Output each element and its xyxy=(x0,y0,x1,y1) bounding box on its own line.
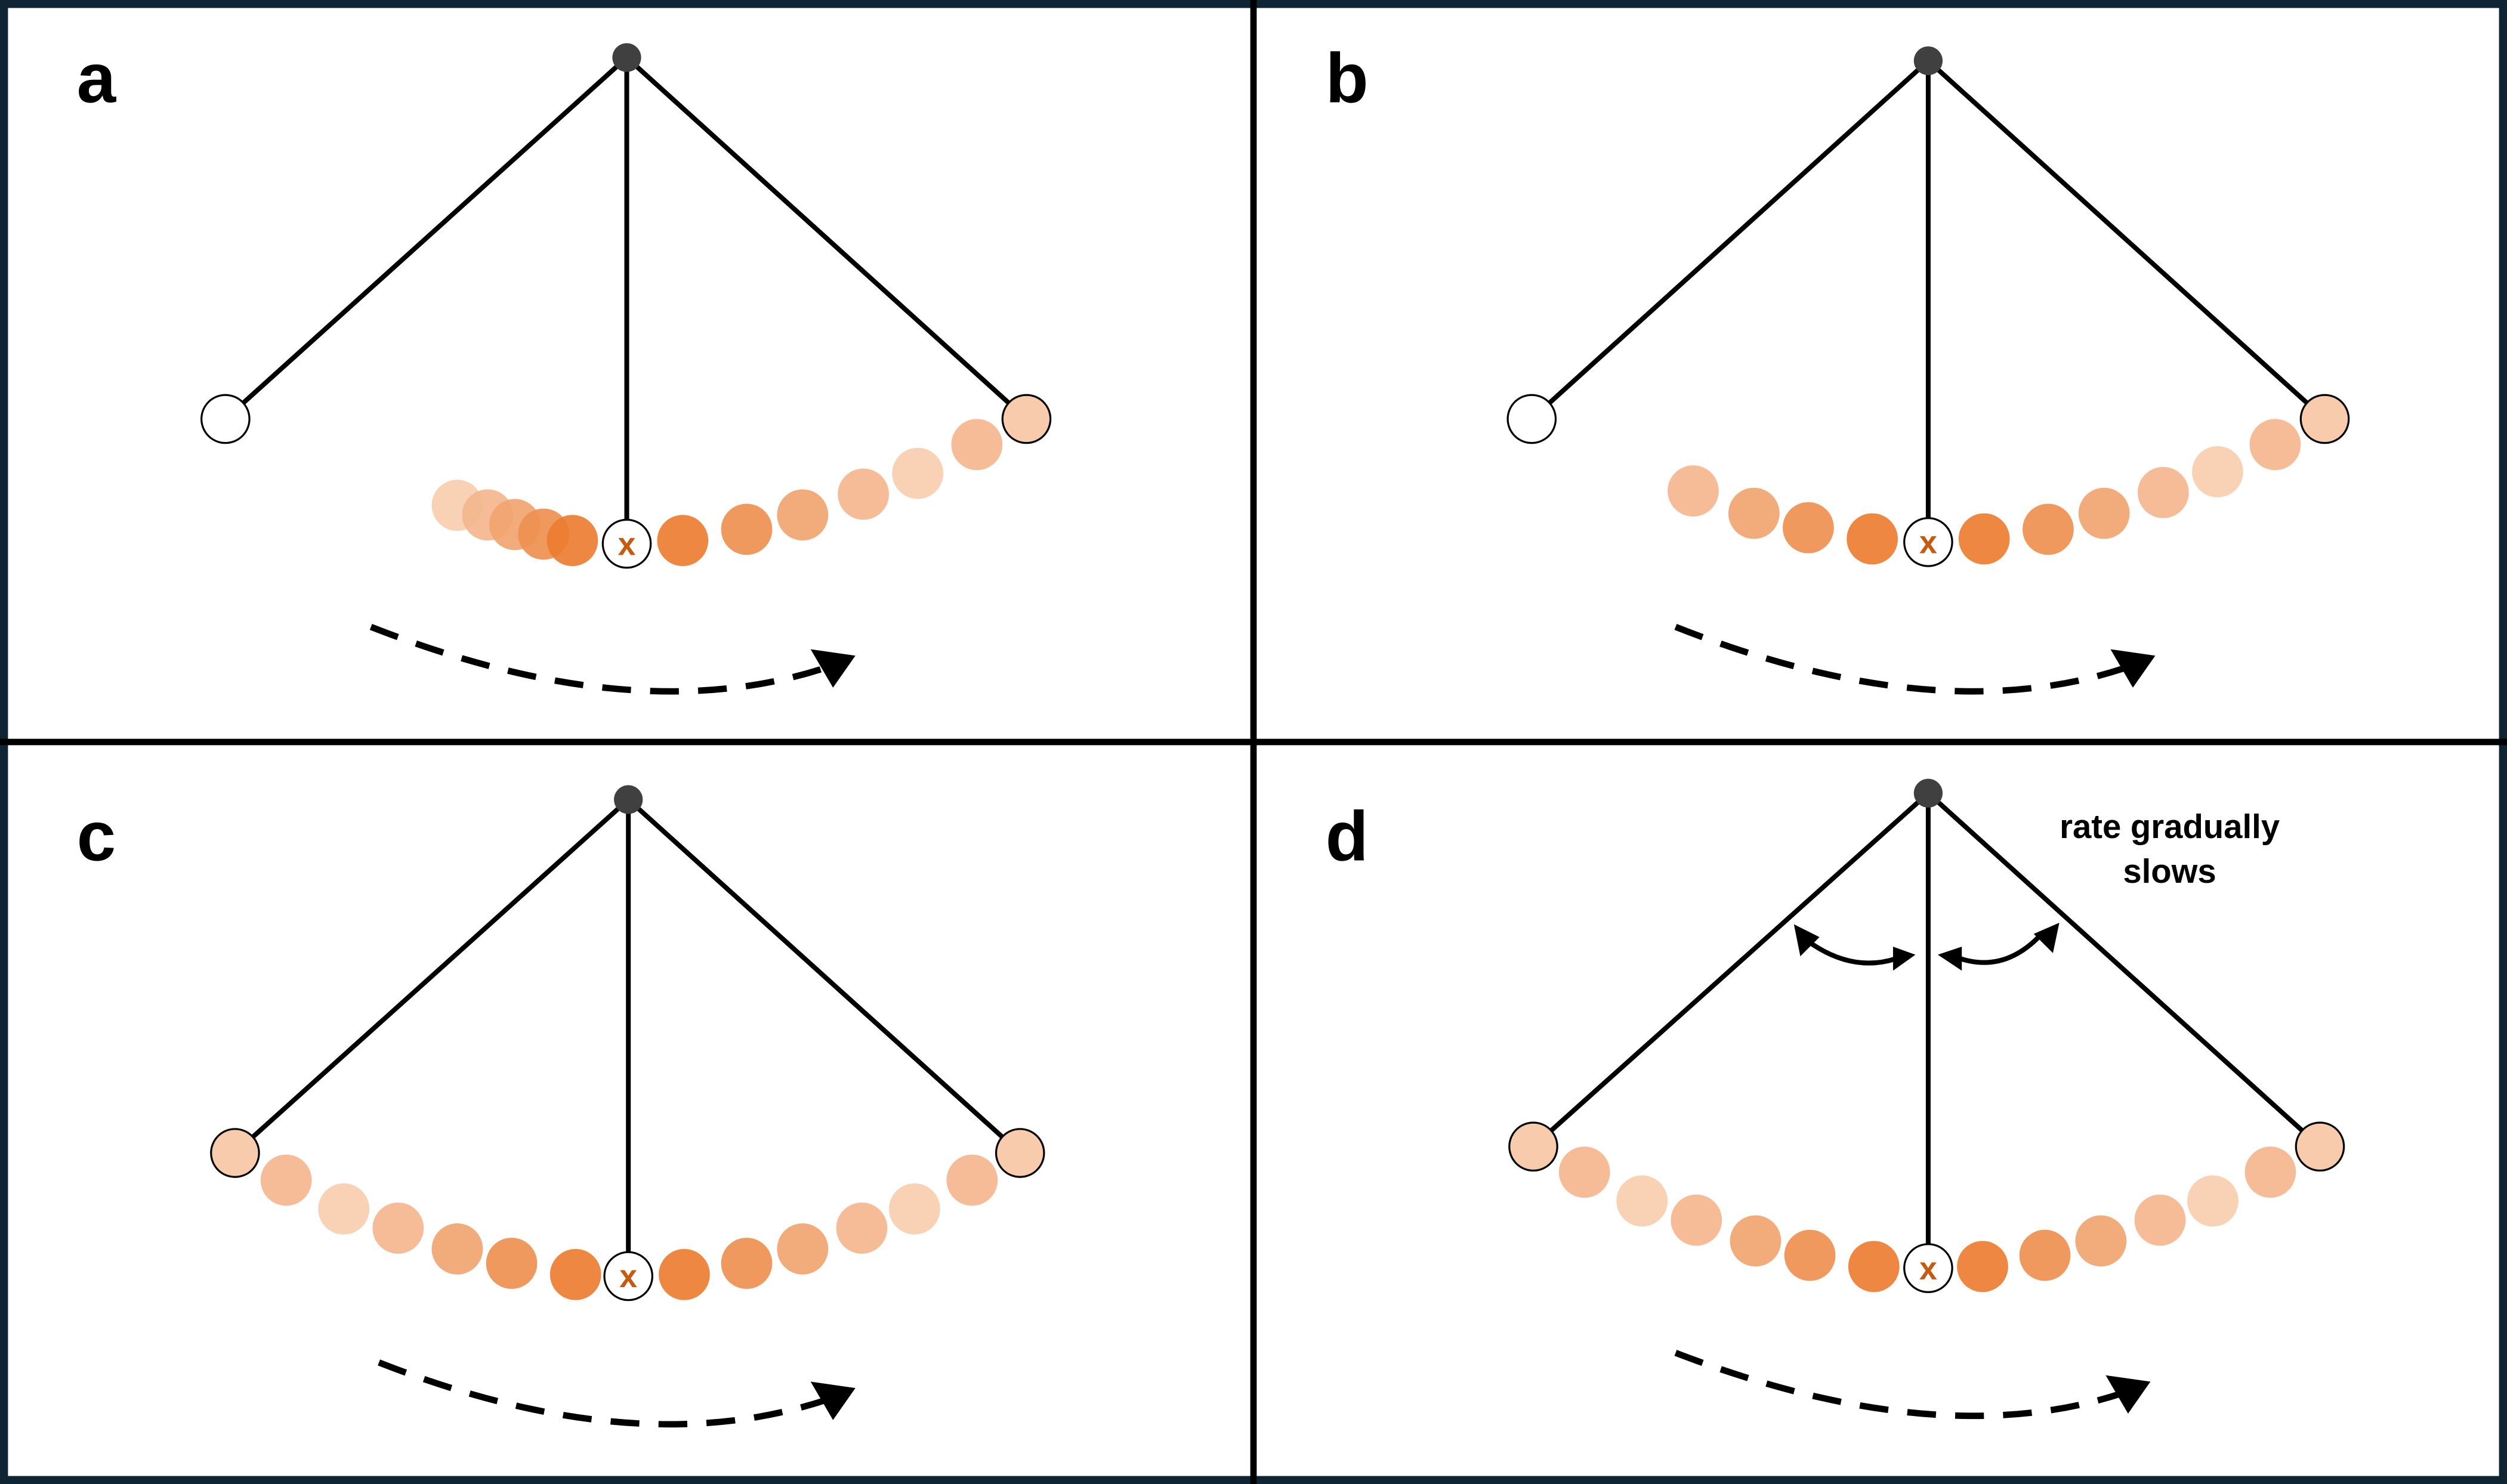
trail-ball xyxy=(260,1154,312,1206)
trail-ball xyxy=(2187,1175,2239,1227)
arrowhead-icon xyxy=(1793,924,1820,957)
arrowhead-icon xyxy=(1892,947,1916,971)
panel-d: x xyxy=(1508,778,2345,1420)
trail-ball xyxy=(549,1248,601,1300)
arrowhead-icon xyxy=(2105,1375,2151,1414)
center-mark: x xyxy=(619,1259,637,1294)
string-left xyxy=(1530,58,1930,421)
arrowhead-icon xyxy=(1937,947,1962,971)
trail-ball xyxy=(2023,503,2074,555)
arrowhead-icon xyxy=(2110,649,2156,688)
bob-center xyxy=(1903,517,1953,567)
trail-ball xyxy=(2075,1215,2127,1267)
trail-ball xyxy=(1668,465,1719,517)
trail-ball xyxy=(1558,1146,1610,1198)
trail-ball xyxy=(372,1202,424,1254)
trail-ball xyxy=(1957,1241,2008,1293)
note-line-2: slows xyxy=(2123,852,2216,890)
trail-ball xyxy=(1848,1241,1900,1293)
bob-left xyxy=(1508,1121,1558,1172)
trail-ball xyxy=(721,503,773,555)
panel-label-a: a xyxy=(77,39,117,118)
bob-right xyxy=(1001,394,1052,444)
trail-ball xyxy=(2137,466,2189,518)
bob-left xyxy=(1506,394,1557,444)
panel-label-b: b xyxy=(1326,39,1369,118)
trail-ball xyxy=(1783,502,1834,554)
panel-c: x xyxy=(210,785,1045,1428)
motion-arc xyxy=(1674,1350,2129,1420)
trail-ball xyxy=(2019,1229,2071,1281)
trail-ball xyxy=(659,1248,710,1300)
motion-arc xyxy=(1674,623,2134,695)
center-mark: x xyxy=(1919,525,1937,561)
trail-ball xyxy=(547,515,598,567)
string-right xyxy=(625,55,1029,421)
trail-ball xyxy=(777,1223,829,1275)
string-left xyxy=(233,797,630,1155)
trail-ball xyxy=(1616,1175,1668,1227)
trail-ball xyxy=(1784,1229,1836,1281)
pivot-point xyxy=(614,785,643,814)
pivot-point xyxy=(612,43,641,72)
trail-ball xyxy=(486,1238,538,1289)
trail-ball xyxy=(657,515,709,567)
note-line-1: rate gradually xyxy=(2060,808,2280,845)
trail-ball xyxy=(1958,513,2010,565)
string-right xyxy=(1926,791,2322,1149)
bob-right xyxy=(995,1128,1045,1178)
bob-right xyxy=(2299,394,2350,444)
bob-left xyxy=(210,1128,260,1178)
bob-left xyxy=(200,394,251,444)
trail-ball xyxy=(2249,419,2301,471)
string-left xyxy=(1532,791,1930,1149)
trail-ball xyxy=(1728,487,1780,539)
string-right xyxy=(1926,58,2327,421)
bob-center xyxy=(601,518,652,569)
trail-ball xyxy=(838,468,889,520)
trail-ball xyxy=(2134,1194,2186,1246)
trail-ball xyxy=(946,1154,998,1206)
panel-a: x xyxy=(200,43,1052,695)
string-right xyxy=(626,797,1022,1155)
arrowhead-icon xyxy=(2033,922,2060,953)
panel-b: x xyxy=(1506,46,2350,695)
arrowhead-icon xyxy=(810,649,856,688)
trail-ball xyxy=(2078,487,2130,539)
trail-ball xyxy=(1847,513,1898,565)
panel-label-c: c xyxy=(77,796,116,875)
trail-ball xyxy=(318,1183,370,1235)
center-mark: x xyxy=(1919,1251,1937,1287)
motion-arc xyxy=(378,1359,834,1428)
pivot-point xyxy=(1913,778,1943,808)
trail-ball xyxy=(888,1183,940,1235)
trail-ball xyxy=(2244,1146,2296,1198)
bob-right xyxy=(2295,1121,2345,1172)
bob-center xyxy=(603,1251,653,1301)
rate-arrows xyxy=(1805,933,2042,966)
arrowhead-icon xyxy=(810,1381,856,1420)
trail-ball xyxy=(951,419,1003,471)
trail-ball xyxy=(892,447,944,499)
trail-ball xyxy=(721,1238,773,1289)
center-mark: x xyxy=(618,526,636,562)
bob-center xyxy=(1903,1243,1953,1293)
angle-arrow-left xyxy=(1805,938,1904,966)
trail-ball xyxy=(1730,1215,1782,1267)
angle-arrowheads xyxy=(1793,922,2060,971)
trail-ball xyxy=(836,1202,888,1254)
trail-ball xyxy=(1671,1194,1722,1246)
panel-label-d: d xyxy=(1326,796,1369,875)
string-left xyxy=(224,55,629,421)
motion-arc xyxy=(369,623,834,695)
trail-ball xyxy=(431,1223,483,1275)
angle-arrow-right xyxy=(1953,933,2042,965)
trail-ball xyxy=(2192,446,2243,497)
pivot-point xyxy=(1913,46,1943,76)
trail-ball xyxy=(777,489,829,541)
